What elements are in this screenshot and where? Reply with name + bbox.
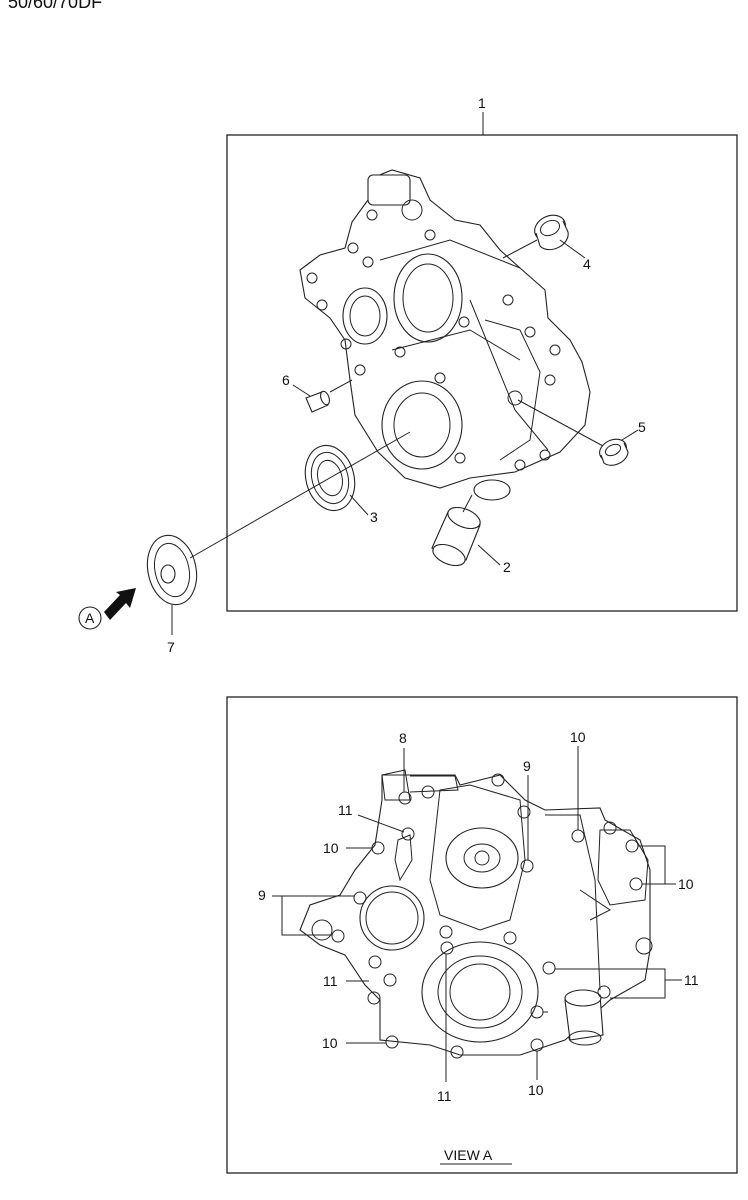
callout-11-bottom: 11 (437, 1088, 452, 1104)
callout-7: 7 (167, 639, 175, 655)
gear-case-housing (299, 169, 591, 501)
callout-11-top-left: 11 (338, 802, 353, 818)
callout-11-left: 11 (323, 973, 338, 989)
callout-10-top: 10 (570, 729, 586, 745)
callout-6: 6 (282, 372, 290, 388)
part-2-seal-cap (431, 506, 481, 567)
callout-10-right: 10 (678, 876, 694, 892)
part-6-dowel-pin (305, 390, 331, 413)
assembly-frame (226, 134, 738, 612)
view-a-marker (78, 606, 102, 630)
view-a-frame (226, 696, 738, 1174)
callout-4: 4 (583, 256, 591, 272)
callout-8: 8 (399, 730, 407, 746)
part-4-bushing (534, 214, 569, 251)
callout-9-upper: 9 (523, 758, 531, 774)
part-5-bushing (599, 438, 629, 466)
callout-9-left: 9 (258, 887, 266, 903)
part-7-dust-cover (146, 534, 198, 606)
callout-10-left-upper: 10 (323, 840, 339, 856)
callout-10-left-lower: 10 (322, 1035, 338, 1051)
view-a-caption: VIEW A (444, 1147, 493, 1163)
model-header: 50/60/70DF (8, 0, 102, 12)
gear-case-rear-view (299, 769, 653, 1059)
callout-1: 1 (478, 95, 486, 111)
view-a-letter: A (85, 610, 95, 626)
callout-2: 2 (503, 559, 511, 575)
callout-11-right: 11 (684, 972, 699, 988)
callout-5: 5 (638, 419, 646, 435)
callout-3: 3 (370, 509, 378, 525)
view-direction-arrow-icon (104, 588, 136, 620)
callout-10-bottom: 10 (528, 1082, 544, 1098)
